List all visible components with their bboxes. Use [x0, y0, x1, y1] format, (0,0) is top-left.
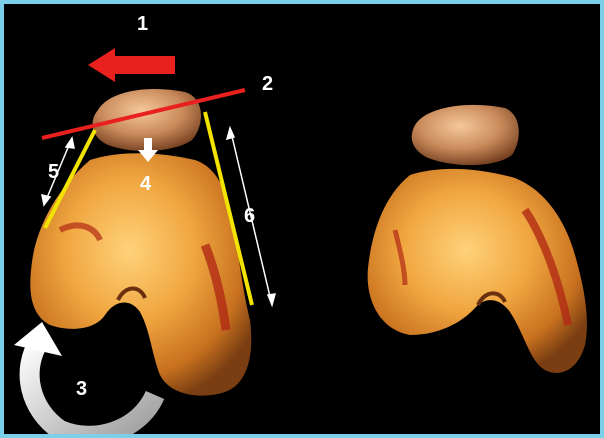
right-femur	[368, 169, 587, 373]
red-translation-arrow-icon	[88, 48, 175, 82]
label-5: 5	[48, 161, 59, 183]
label-2: 2	[262, 73, 273, 95]
label-6: 6	[244, 205, 255, 227]
label-1: 1	[137, 13, 148, 35]
right-patella	[412, 105, 519, 165]
label-4: 4	[140, 173, 152, 195]
label-3: 3	[76, 378, 87, 400]
